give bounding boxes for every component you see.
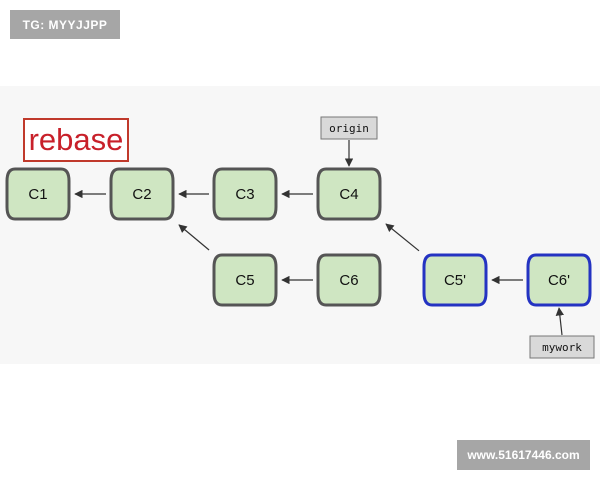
- rebase-title: rebase: [23, 118, 129, 162]
- arrow-c5-prime-to-c4: [385, 223, 420, 252]
- commit-shape-c2: [109, 167, 175, 221]
- ref-arrow-mywork: [555, 307, 565, 336]
- commit-shape-c5-prime: [422, 253, 488, 307]
- commit-shape-c5: [212, 253, 278, 307]
- commit-shape-c3: [212, 167, 278, 221]
- commit-label-c5: C5: [235, 272, 254, 289]
- commit-label-c3: C3: [235, 186, 254, 203]
- arrow-c5-to-c2: [178, 224, 210, 251]
- commit-node-c3: C3: [212, 167, 278, 221]
- commit-label-c1: C1: [28, 186, 47, 203]
- commit-node-c1: C1: [5, 167, 71, 221]
- commit-node-c2: C2: [109, 167, 175, 221]
- ref-box-mywork: [529, 335, 595, 359]
- commit-node-c4: C4: [316, 167, 382, 221]
- watermark-bottom-right: www.51617446.com: [457, 440, 590, 470]
- commit-label-c4: C4: [339, 186, 358, 203]
- commit-shape-c6-prime: [526, 253, 592, 307]
- commit-node-c6: C6: [316, 253, 382, 307]
- commit-label-c6: C6: [339, 272, 358, 289]
- commit-node-c5: C5: [212, 253, 278, 307]
- commit-shape-c4: [316, 167, 382, 221]
- commit-node-c6-prime: C6': [526, 253, 592, 307]
- ref-origin: origin: [320, 116, 378, 167]
- ref-box-origin: [320, 116, 378, 140]
- ref-label-origin: origin: [329, 122, 369, 135]
- watermark-top-left: TG: MYYJJPP: [10, 10, 120, 39]
- commit-label-c5-prime: C5': [444, 272, 466, 289]
- commit-label-c6-prime: C6': [548, 272, 570, 289]
- ref-mywork: mywork: [529, 307, 595, 359]
- ref-label-mywork: mywork: [542, 341, 582, 354]
- commit-node-c5-prime: C5': [422, 253, 488, 307]
- commit-shape-c6: [316, 253, 382, 307]
- commit-label-c2: C2: [132, 186, 151, 203]
- commit-shape-c1: [5, 167, 71, 221]
